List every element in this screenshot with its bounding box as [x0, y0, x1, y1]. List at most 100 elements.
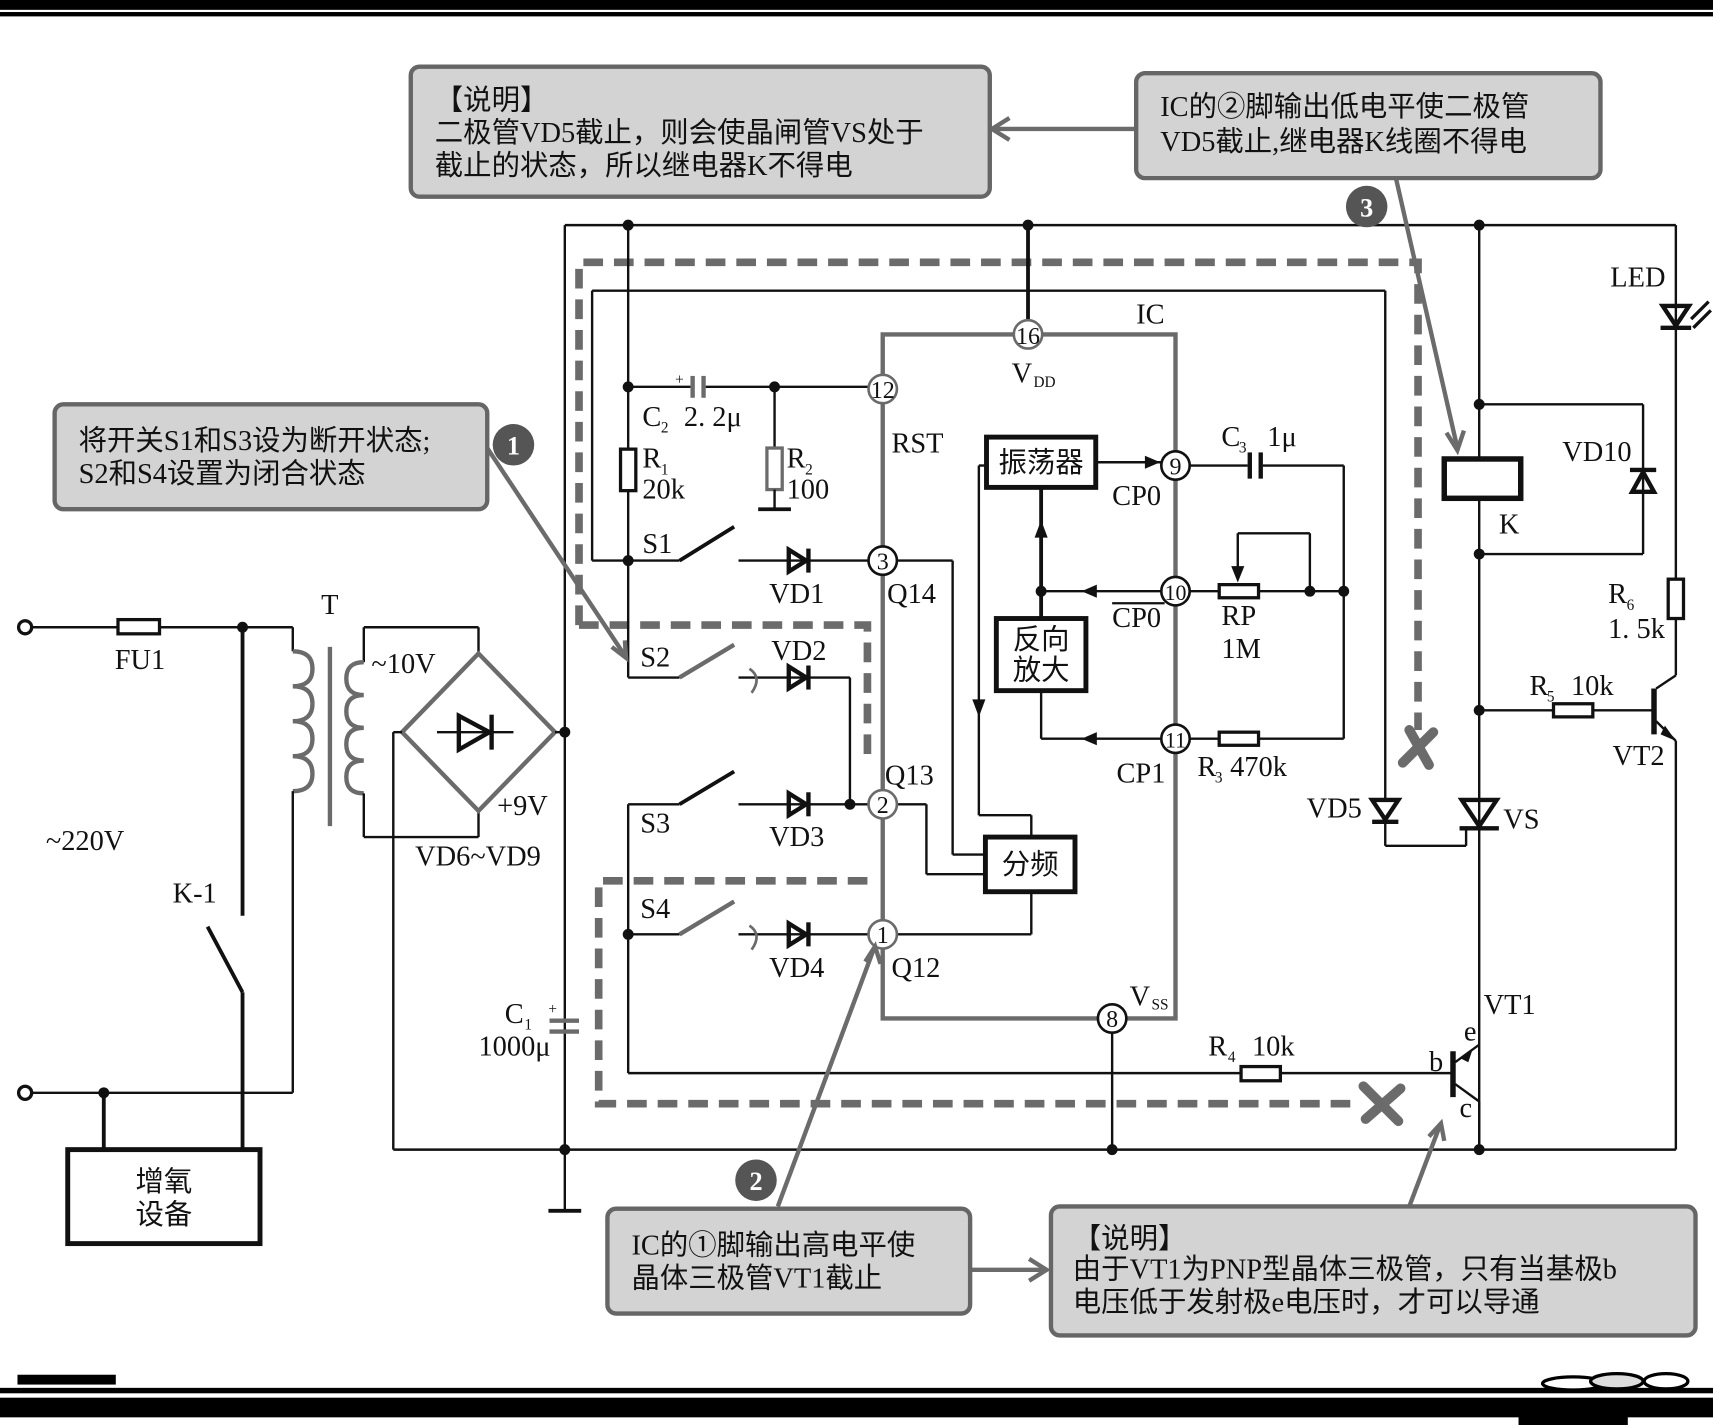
svg-text:16: 16: [1016, 324, 1040, 350]
svg-text:振荡器: 振荡器: [999, 447, 1084, 479]
q14-label: Q14: [887, 579, 936, 610]
svg-text:二极管VD5截止，则会使晶闸管VS处于: 二极管VD5截止，则会使晶闸管VS处于: [435, 117, 924, 149]
svg-text:分频: 分频: [1002, 849, 1059, 881]
svg-text:电压低于发射极e电压时，才可以导通: 电压低于发射极e电压时，才可以导通: [1073, 1286, 1540, 1318]
svg-text:2: 2: [805, 461, 813, 478]
note-left: 将开关S1和S3设为断开状态; S2和S4设置为闭合状态: [52, 402, 490, 512]
k1-label: K-1: [173, 879, 217, 910]
svg-text:2: 2: [877, 793, 889, 819]
r5-label: R: [1529, 671, 1548, 702]
timing-network: C 3 1μ RP 1M R 3 470k: [1189, 422, 1350, 786]
switch-s4[interactable]: [678, 899, 736, 937]
note-bottom-mid: IC的①脚输出高电平使 晶体三极管VT1截止: [605, 1206, 973, 1316]
vt2-label: VT2: [1612, 741, 1664, 772]
fuse-fu1: [116, 617, 162, 636]
note-top-left: 【说明】 二极管VD5截止，则会使晶闸管VS处于 截止的状态，所以继电器K不得电: [408, 64, 992, 199]
c2-value: 2. 2μ: [684, 402, 742, 433]
svg-text:4: 4: [1228, 1049, 1236, 1066]
cp0-label: CP0: [1112, 481, 1161, 512]
fu1-label: FU1: [115, 645, 165, 676]
s1-label: S1: [642, 529, 672, 560]
svg-text:反向: 反向: [1013, 624, 1070, 656]
r6-label: R: [1608, 579, 1627, 610]
cross-mark-icon: [1397, 725, 1439, 770]
svg-text:晶体三极管VT1截止: 晶体三极管VT1截止: [631, 1262, 882, 1294]
svg-text:SS: SS: [1151, 997, 1168, 1014]
svg-text:3: 3: [1239, 439, 1247, 456]
collector-label: c: [1460, 1093, 1473, 1124]
cp1-label: CP1: [1117, 758, 1166, 789]
ic-label: IC: [1136, 299, 1164, 330]
svg-text:1: 1: [877, 923, 889, 949]
resistor-r4: [1239, 1064, 1283, 1083]
svg-text:3: 3: [1360, 193, 1373, 222]
svg-text:截止的状态，所以继电器K不得电: 截止的状态，所以继电器K不得电: [435, 150, 853, 182]
rp-label: RP: [1221, 601, 1256, 632]
thyristor-vs: [1457, 797, 1501, 831]
rotate-arrow-icon: [748, 924, 758, 951]
step-badge-3: 3: [1345, 185, 1388, 228]
vs-label: VS: [1503, 804, 1539, 835]
svg-text:+: +: [548, 1001, 557, 1018]
led-label: LED: [1610, 262, 1665, 293]
potentiometer-rp[interactable]: [1217, 583, 1261, 600]
vd4-label: VD4: [769, 953, 824, 984]
vd10-label: VD10: [1562, 437, 1631, 468]
r6-value: 1. 5k: [1608, 614, 1666, 645]
diode-vd2: [786, 662, 811, 693]
transformer-primary: [292, 649, 315, 794]
diode-vd10: [1628, 467, 1658, 494]
resistor-r5: [1551, 702, 1595, 719]
cross-mark-icon: [1358, 1081, 1406, 1127]
pin-16: [1012, 318, 1044, 350]
vd1-label: VD1: [769, 579, 824, 610]
r2-label: R: [787, 444, 806, 475]
diode-vd1: [786, 545, 811, 576]
terminal-top: [16, 619, 34, 636]
svg-text:1: 1: [661, 461, 669, 478]
vt1-label: VT1: [1484, 990, 1536, 1021]
c1-label: C: [505, 999, 524, 1030]
decorative-stones: [1540, 1371, 1690, 1392]
switch-s1[interactable]: [678, 525, 736, 563]
output-stage: VD10 K LED R 6 1. 5k R 5 10k VT2: [1307, 219, 1712, 1156]
r3-value: 470k: [1230, 752, 1288, 783]
svg-text:【说明】: 【说明】: [1073, 1223, 1187, 1255]
t-label: T: [321, 590, 338, 621]
s3-label: S3: [640, 809, 670, 840]
s2-label: S2: [640, 643, 670, 674]
svg-text:11: 11: [1165, 728, 1186, 752]
c2-label: C: [642, 402, 661, 433]
pin-1: [867, 918, 899, 950]
emitter-label: e: [1464, 1016, 1477, 1047]
base-label: b: [1429, 1047, 1443, 1078]
relay-coil-k: [1441, 456, 1524, 502]
c3-value: 1μ: [1267, 422, 1296, 453]
svg-text:放大: 放大: [1013, 655, 1070, 687]
svg-text:VD5截止,继电器K线圈不得电: VD5截止,继电器K线圈不得电: [1160, 126, 1527, 158]
switch-s3[interactable]: [678, 769, 736, 806]
switch-s2[interactable]: [678, 642, 736, 680]
rp-value: 1M: [1221, 634, 1260, 665]
v9-label: +9V: [497, 791, 548, 822]
note-bottom-right: 【说明】 由于VT1为PNP型晶体三极管，只有当基极b 电压低于发射极e电压时，…: [1048, 1204, 1698, 1338]
svg-text:IC的②脚输出低电平使二极管: IC的②脚输出低电平使二极管: [1160, 91, 1529, 123]
svg-text:3: 3: [877, 549, 889, 575]
svg-text:12: 12: [871, 378, 895, 404]
resistor-r3: [1217, 730, 1261, 747]
vd5-label: VD5: [1307, 793, 1362, 824]
switch-network: + C 2 2. 2μ R 1 20k R 2 100 S1 VD1: [590, 219, 1453, 1083]
vd69-label: VD6~VD9: [415, 841, 541, 872]
svg-text:DD: DD: [1033, 374, 1055, 391]
mains-circuit: 增氧 设备 FU1 T ~220V K-1 ~10V +9V VD6~VD9: [16, 590, 571, 1247]
r4-label: R: [1208, 1032, 1227, 1063]
c3-label: C: [1221, 422, 1240, 453]
svg-text:1: 1: [507, 432, 520, 461]
aerator-device: [65, 1147, 263, 1247]
led: [1658, 303, 1694, 330]
svg-text:+: +: [675, 372, 684, 389]
r5-value: 10k: [1571, 671, 1614, 702]
resistor-r1: [618, 447, 638, 493]
svg-text:S2和S4设置为闭合状态: S2和S4设置为闭合状态: [79, 458, 366, 490]
q12-label: Q12: [891, 953, 940, 984]
